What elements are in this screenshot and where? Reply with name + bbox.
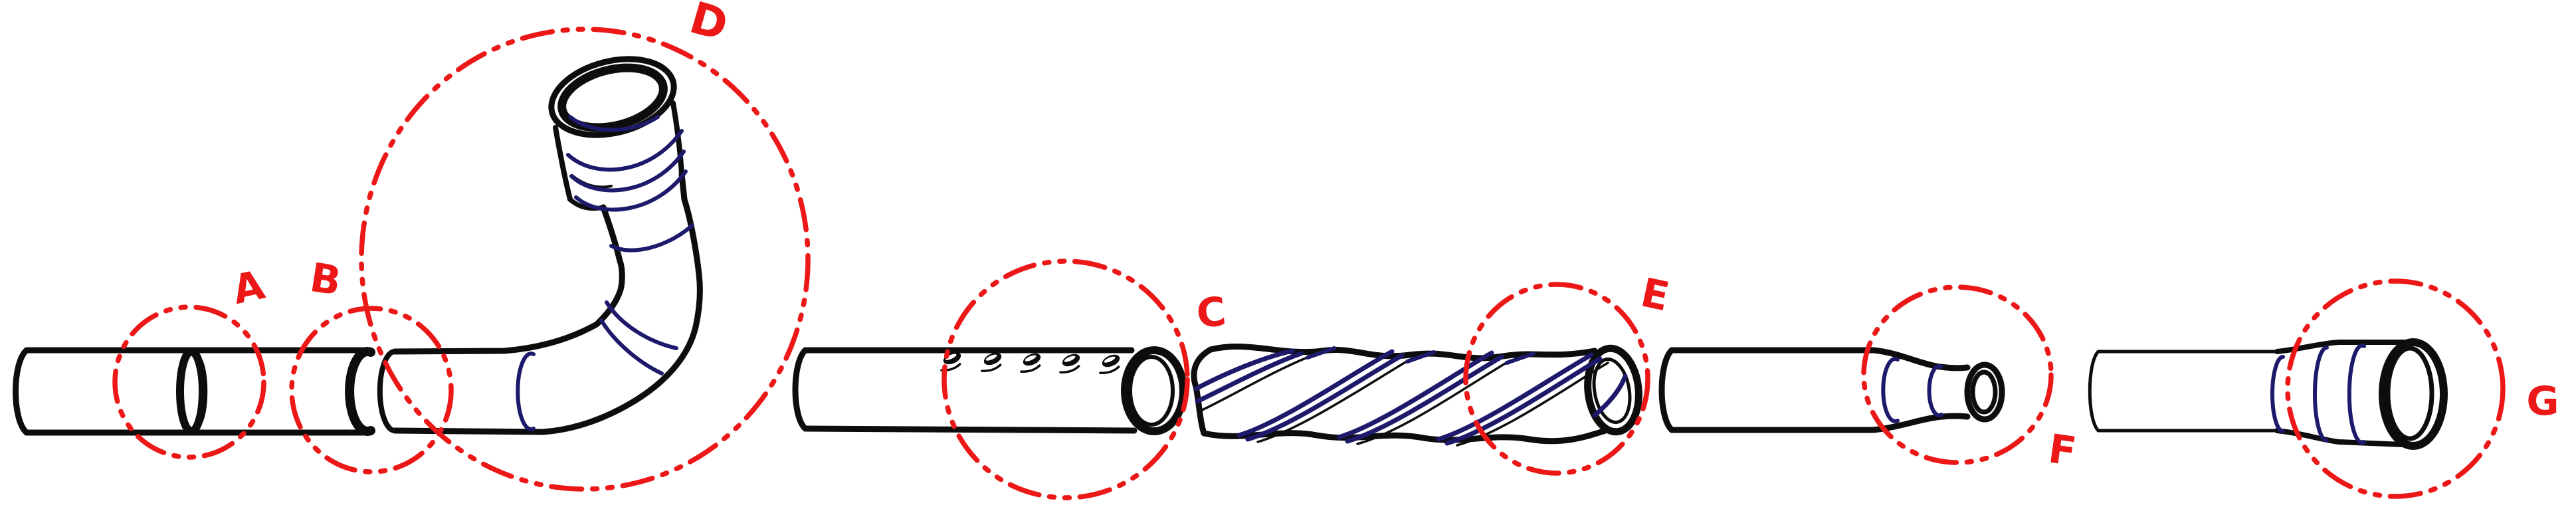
callout-circle-b xyxy=(289,306,454,474)
callout-label-c: C xyxy=(1195,288,1229,338)
callout-label-d: D xyxy=(684,0,734,51)
callout-circle-g xyxy=(2285,278,2506,499)
callout-circle-a xyxy=(112,304,266,460)
callout-circle-e xyxy=(1463,282,1650,476)
perforation-holes xyxy=(940,352,1120,374)
callout-circles xyxy=(112,27,2506,500)
pipe-tapered-nozzle xyxy=(1658,347,2005,433)
pipe-bell-mouth xyxy=(2088,338,2448,450)
pipe-straight-with-band xyxy=(13,347,397,436)
callout-label-b: B xyxy=(307,255,344,305)
socket-joint xyxy=(345,347,397,436)
pipe-elbow-ribbed xyxy=(391,56,703,435)
callout-circle-c xyxy=(941,258,1190,500)
pipe-perforated xyxy=(792,346,1187,435)
elbow-mouth xyxy=(548,56,677,138)
callout-label-f: F xyxy=(2046,425,2079,475)
callout-circle-d xyxy=(359,27,811,492)
nozzle-mouth xyxy=(1964,362,2005,423)
pipe-band xyxy=(176,348,208,435)
callout-label-g: G xyxy=(2526,378,2559,425)
bell-mouth-opening xyxy=(2379,338,2448,450)
twisted-open-end xyxy=(1584,344,1642,436)
callout-label-a: A xyxy=(229,262,269,314)
callout-label-e: E xyxy=(1636,269,1673,320)
open-end xyxy=(1121,346,1187,435)
callout-circle-f xyxy=(1861,284,2054,465)
pipe-spiral-twisted xyxy=(1191,344,1642,447)
